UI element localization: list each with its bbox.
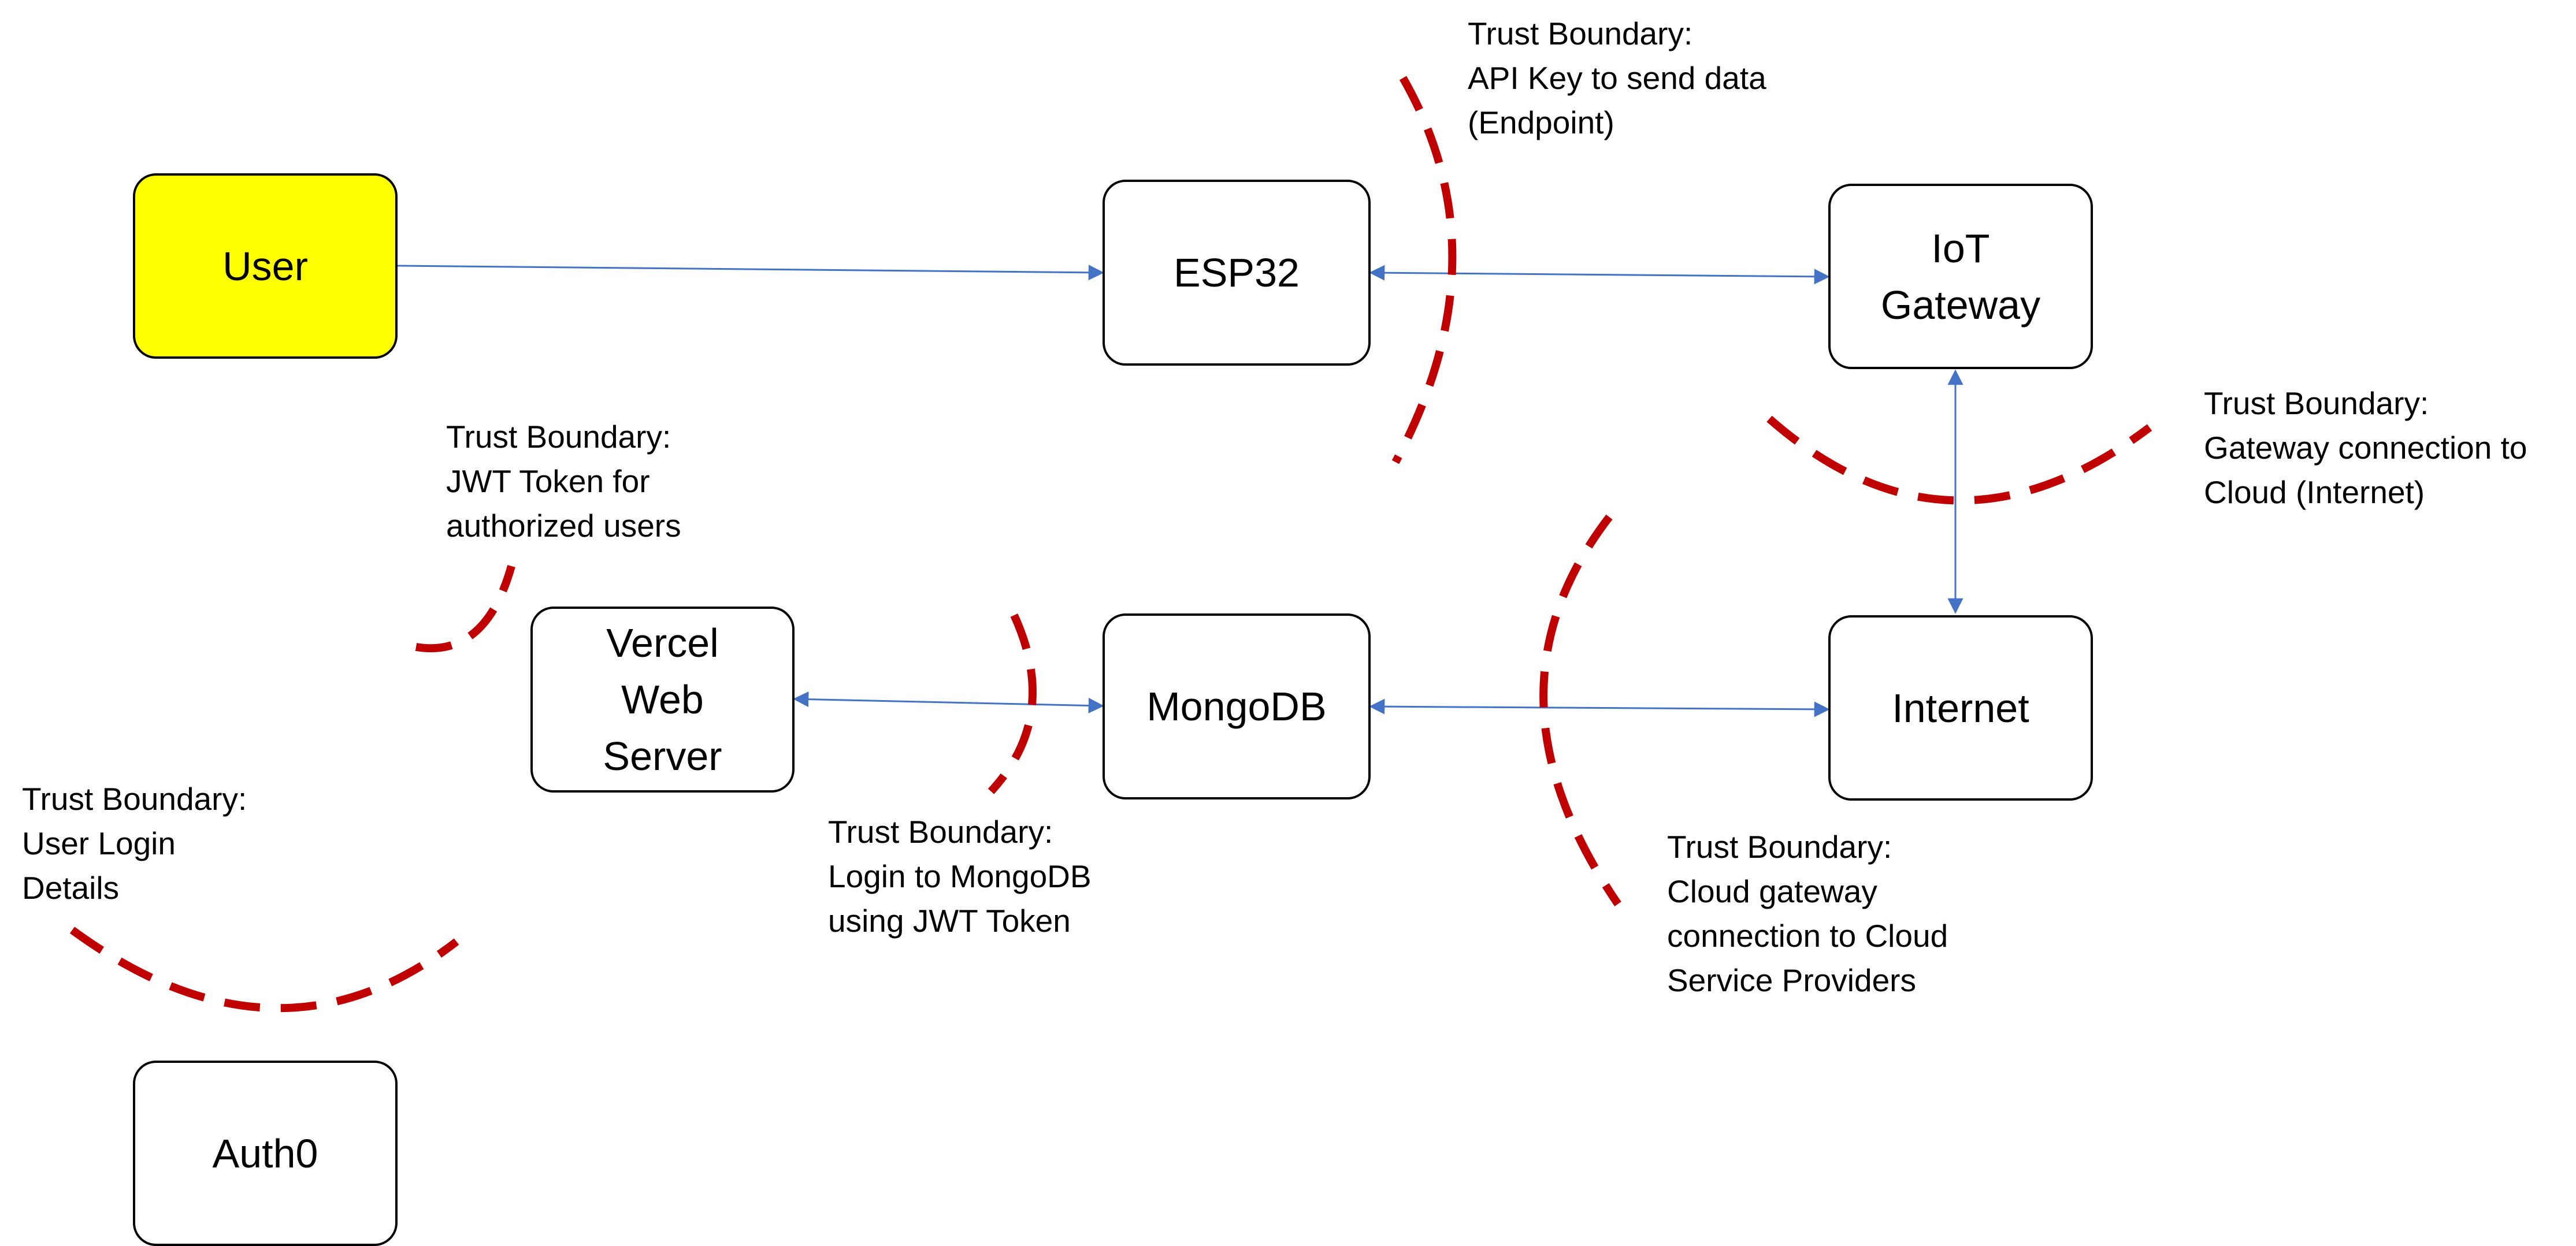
trust-boundary-line: Details — [22, 870, 120, 906]
trust-boundary-line: Trust Boundary: — [22, 781, 247, 817]
trust-boundary-arc-api-key — [1391, 76, 1457, 464]
connector-user-esp32 — [397, 265, 1104, 281]
trust-boundary-line: Cloud (Internet) — [2204, 474, 2425, 510]
connector-vercel-mongodb — [793, 691, 1104, 713]
node-vercel-web-server: Vercel Web Server — [530, 607, 795, 793]
trust-boundary-label-mongodb-login: Trust Boundary: Login to MongoDB using J… — [828, 810, 1092, 943]
node-user-label: User — [222, 243, 308, 289]
trust-boundary-line: Trust Boundary: — [2204, 385, 2429, 421]
trust-boundary-arc-cloud-providers — [1539, 514, 1621, 906]
trust-boundary-line: Login to MongoDB — [828, 858, 1092, 894]
node-internet-label: Internet — [1892, 685, 2029, 731]
trust-boundary-arc-user-login — [69, 927, 459, 1013]
trust-boundary-line: Service Providers — [1667, 962, 1916, 998]
connector-mongodb-internet — [1369, 698, 1830, 717]
trust-boundary-line: authorized users — [446, 508, 681, 544]
trust-boundary-line: connection to Cloud — [1667, 918, 1948, 954]
trust-boundary-line: Trust Boundary: — [1468, 16, 1693, 51]
trust-boundary-line: Gateway connection to — [2204, 430, 2527, 466]
trust-boundary-line: Cloud gateway — [1667, 873, 1877, 909]
trust-boundary-label-gateway-cloud: Trust Boundary: Gateway connection to Cl… — [2204, 381, 2527, 515]
trust-boundary-line: Trust Boundary: — [1667, 829, 1892, 865]
node-esp32: ESP32 — [1103, 180, 1371, 366]
node-esp32-label: ESP32 — [1174, 250, 1300, 295]
trust-boundary-label-api-key: Trust Boundary: API Key to send data (En… — [1468, 12, 1766, 145]
trust-boundary-line: Trust Boundary: — [828, 814, 1053, 850]
trust-boundary-line: (Endpoint) — [1468, 105, 1614, 140]
trust-boundary-label-jwt-users: Trust Boundary: JWT Token for authorized… — [446, 415, 681, 548]
trust-boundary-line: User Login — [22, 825, 176, 861]
trust-boundary-label-user-login: Trust Boundary: User Login Details — [22, 777, 247, 910]
node-mongodb-label: MongoDB — [1146, 684, 1327, 729]
trust-boundary-label-cloud-providers: Trust Boundary: Cloud gateway connection… — [1667, 825, 1948, 1003]
trust-boundary-line: using JWT Token — [828, 903, 1071, 939]
node-internet: Internet — [1828, 615, 2093, 801]
trust-boundary-line: JWT Token for — [446, 463, 650, 499]
trust-boundary-arc-jwt-users — [415, 565, 515, 653]
trust-boundary-arc-mongodb-login — [988, 613, 1037, 794]
node-mongodb: MongoDB — [1103, 613, 1371, 799]
trust-boundary-line: API Key to send data — [1468, 60, 1766, 96]
connector-esp32-iot-gateway — [1369, 265, 1830, 285]
node-iot-gateway: IoT Gateway — [1828, 184, 2093, 369]
node-auth0-label: Auth0 — [212, 1130, 318, 1176]
trust-boundary-line: Trust Boundary: — [446, 419, 671, 455]
node-user: User — [133, 173, 398, 359]
node-iot-gateway-label: IoT Gateway — [1880, 225, 2041, 328]
trust-boundary-arc-gateway-cloud — [1766, 415, 2152, 505]
node-vercel-web-server-label: Vercel Web Server — [603, 620, 722, 779]
node-auth0: Auth0 — [133, 1061, 398, 1246]
